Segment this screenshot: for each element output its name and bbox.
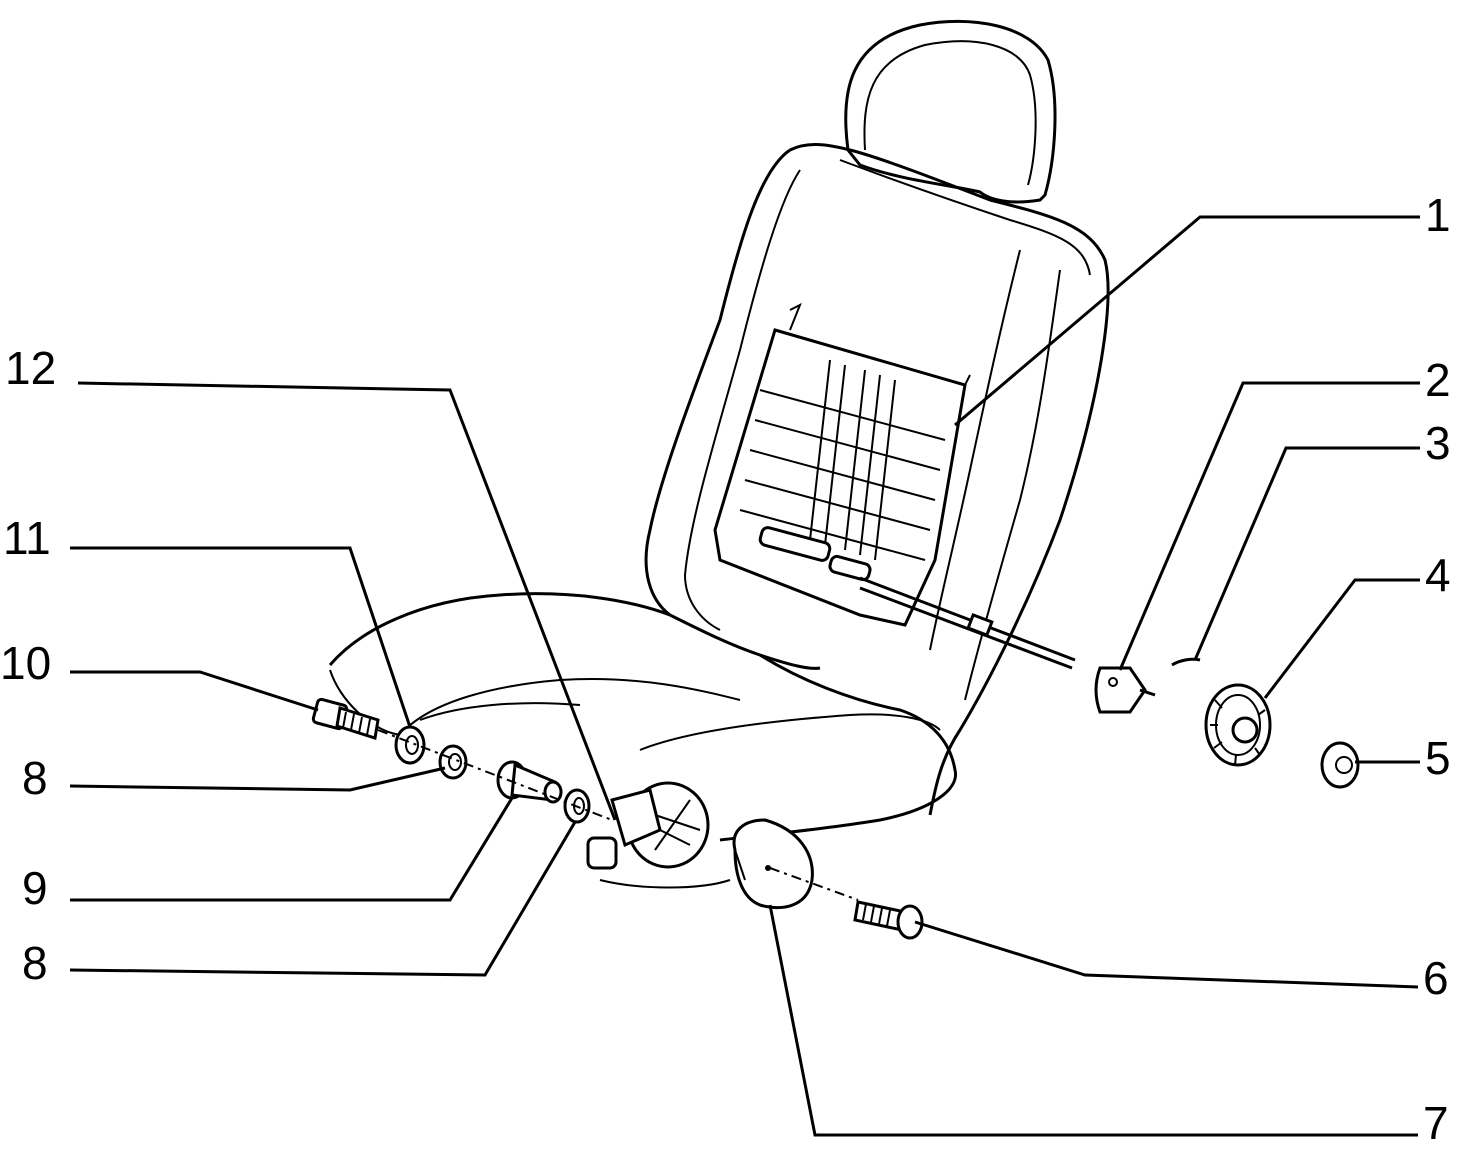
leader-4	[1263, 578, 1420, 699]
part-8-washer-upper	[438, 744, 468, 780]
seat-body	[328, 19, 1110, 889]
leader-10	[70, 670, 319, 712]
callout-10: 10	[0, 637, 52, 689]
part-11-washer	[394, 725, 426, 765]
callout-12: 12	[5, 342, 57, 394]
leader-3	[1193, 446, 1420, 661]
callout-8-upper: 8	[22, 752, 48, 804]
callout-7: 7	[1423, 1097, 1449, 1149]
headrest	[844, 19, 1057, 204]
part-3-clip	[1171, 657, 1201, 667]
lumbar-rod	[859, 576, 1076, 670]
leader-1	[954, 215, 1420, 427]
callout-2: 2	[1425, 354, 1451, 406]
callout-3: 3	[1425, 417, 1451, 469]
leader-8-lower	[69, 821, 577, 977]
callout-6: 6	[1423, 952, 1449, 1004]
leader-6	[914, 920, 1419, 989]
assembly-axis-left	[377, 729, 613, 821]
part-12-recliner	[586, 781, 710, 870]
leader-11	[70, 546, 412, 728]
callout-9: 9	[22, 862, 48, 914]
callout-8-lower: 8	[22, 937, 48, 989]
leader-12	[77, 381, 617, 821]
leader-9	[70, 797, 514, 902]
part-2-bushing	[1094, 666, 1156, 714]
part-9-pin	[496, 760, 563, 804]
part-10-screw	[311, 697, 380, 740]
leader-7	[768, 904, 1418, 1137]
leader-8-upper	[69, 766, 446, 792]
callout-4: 4	[1425, 549, 1451, 601]
leader-lines	[69, 215, 1420, 1137]
callout-1: 1	[1425, 189, 1451, 241]
seat-cushion	[328, 592, 821, 670]
callout-11: 11	[3, 512, 51, 564]
assembly-axis-right	[769, 867, 859, 901]
part-4-knob	[1204, 683, 1272, 767]
part-7-cover	[732, 818, 814, 910]
callout-5: 5	[1425, 732, 1451, 784]
backrest	[789, 142, 1110, 816]
backrest-frame	[713, 302, 971, 627]
part-5-cap	[1320, 741, 1360, 789]
part-6-screw	[853, 900, 924, 940]
leader-2	[1118, 381, 1420, 671]
